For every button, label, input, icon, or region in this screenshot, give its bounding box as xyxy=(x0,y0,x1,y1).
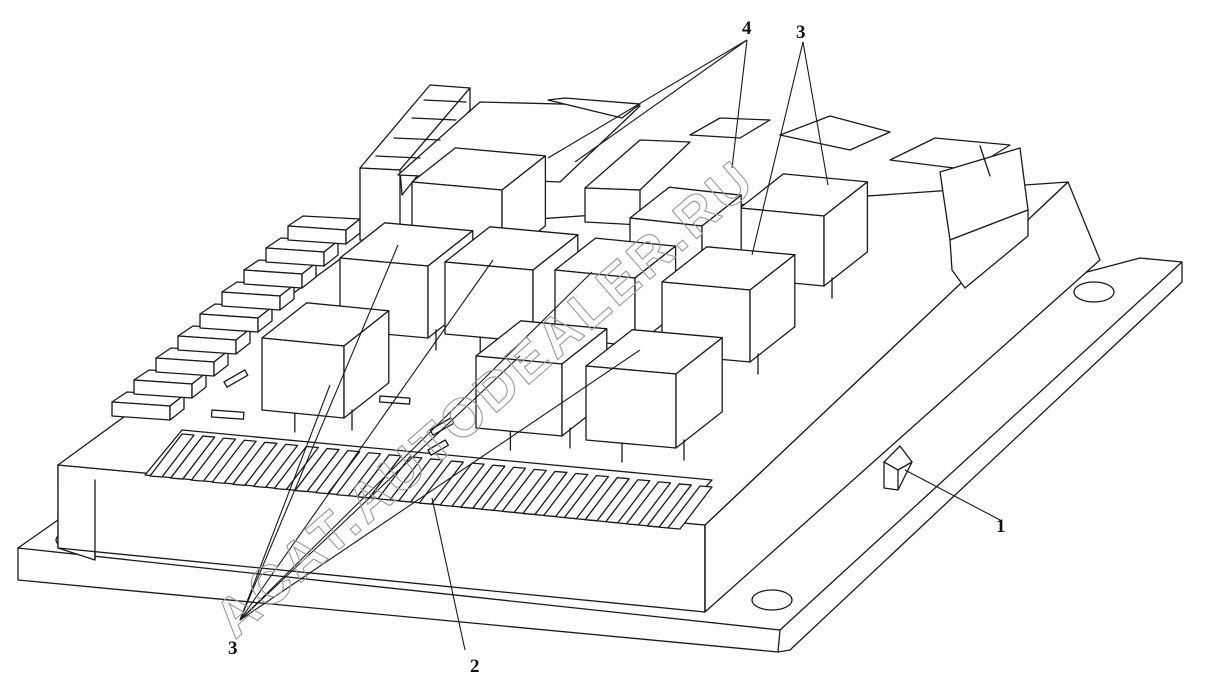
callout-1: 1 xyxy=(996,516,1006,537)
fuse-blade-side xyxy=(169,394,185,421)
relay-side xyxy=(749,254,796,363)
terminal-tooth xyxy=(294,447,340,493)
relay-side xyxy=(823,181,869,287)
terminal-tooth xyxy=(418,460,465,505)
terminal-tooth xyxy=(439,462,485,507)
fuse-blade-side xyxy=(235,328,251,355)
fuse-blade-side xyxy=(191,372,207,399)
terminal-tooth xyxy=(211,439,257,484)
terminal-tooth xyxy=(335,452,382,497)
terminal-tooth xyxy=(460,464,506,509)
callout-3-bottom: 3 xyxy=(228,638,238,659)
terminal-tooth xyxy=(563,474,610,520)
relay-group xyxy=(261,147,869,463)
fuse-row-left xyxy=(111,215,361,421)
terminal-tooth xyxy=(397,458,444,503)
leader-lines xyxy=(239,39,1001,651)
callout-4: 4 xyxy=(742,18,752,39)
terminal-tooth xyxy=(522,470,568,516)
terminal-tooth xyxy=(149,433,195,478)
terminal-tooth xyxy=(377,456,423,501)
terminal-tooth xyxy=(501,468,547,514)
relay-side xyxy=(343,310,390,419)
terminal-tooth xyxy=(605,479,651,524)
mounting-hole-front xyxy=(751,589,793,611)
terminal-tooth xyxy=(232,441,278,486)
fuse-blade-side xyxy=(213,350,229,377)
terminal-tooth xyxy=(190,437,237,482)
terminal-tooth xyxy=(356,454,402,499)
terminal-tooth xyxy=(273,445,319,491)
terminal-tooth xyxy=(667,485,713,530)
fuse-blade-side xyxy=(323,240,339,267)
mounting-hole-right xyxy=(1073,281,1115,303)
relay-front xyxy=(261,337,345,419)
terminal-tooth xyxy=(315,449,361,495)
fuse-blade-side xyxy=(301,262,317,289)
fuse-blade-side xyxy=(257,306,273,333)
terminal-strip xyxy=(144,429,713,530)
callout-2: 2 xyxy=(470,656,480,677)
relay-side xyxy=(675,337,723,449)
fuse-blade-side xyxy=(279,284,295,311)
terminal-tooth xyxy=(170,435,216,480)
callout-3-top: 3 xyxy=(796,22,806,43)
terminal-tooth xyxy=(625,481,672,526)
terminal-tooth xyxy=(252,443,299,489)
side-latch xyxy=(883,445,913,491)
relay-front xyxy=(585,365,677,449)
terminal-tooth xyxy=(543,472,589,518)
callout-labels: 1 2 3 3 4 xyxy=(228,18,1006,677)
terminal-tooth xyxy=(480,466,527,511)
terminal-tooth xyxy=(584,477,630,522)
terminal-tooth xyxy=(646,483,692,528)
